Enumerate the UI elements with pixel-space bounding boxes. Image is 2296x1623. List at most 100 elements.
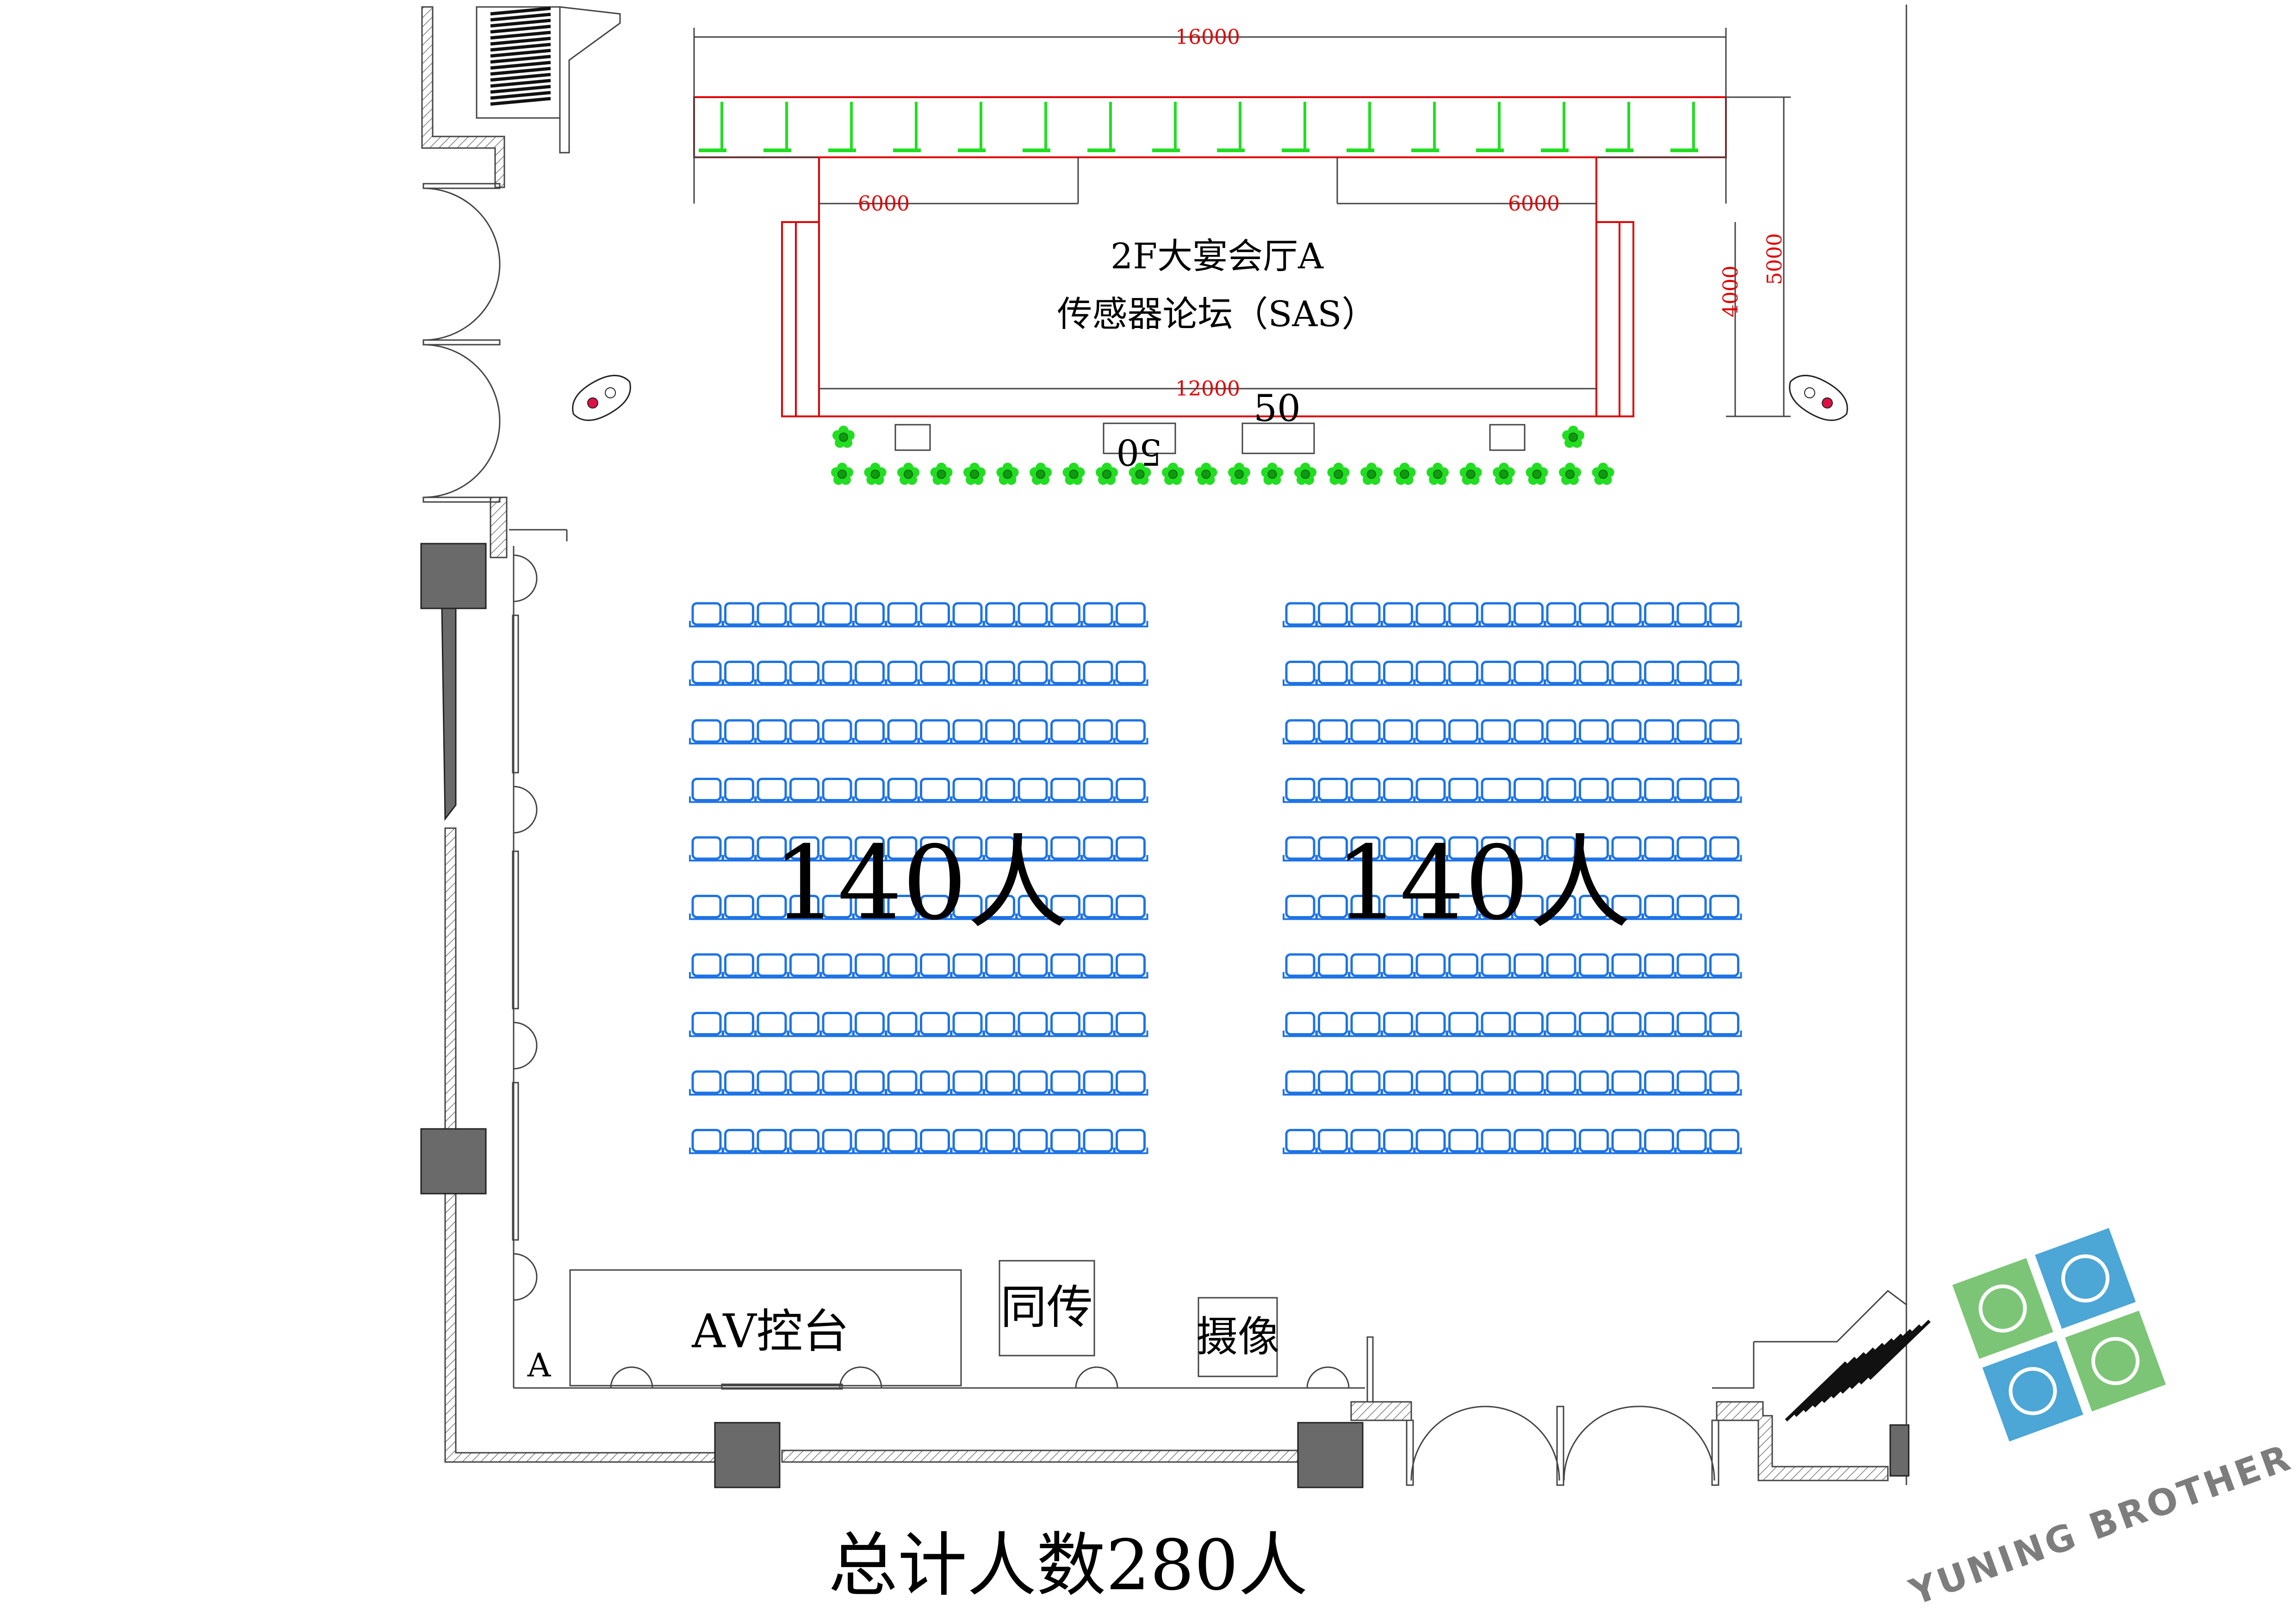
seat — [788, 1072, 821, 1095]
seat — [1049, 954, 1082, 978]
seat — [723, 1130, 756, 1153]
seat — [788, 779, 821, 802]
seat — [1545, 1013, 1578, 1036]
seat — [918, 1130, 952, 1153]
seat — [1708, 662, 1741, 685]
seat — [723, 954, 756, 978]
seat — [1284, 779, 1317, 802]
seat — [886, 662, 919, 685]
total-count: 总计人数280人 — [828, 1525, 1308, 1606]
seat — [690, 1013, 723, 1036]
seat — [690, 896, 723, 919]
seat — [853, 779, 887, 802]
seat — [918, 954, 952, 978]
seat — [1447, 1130, 1480, 1153]
seat — [1081, 837, 1115, 861]
flower-pot — [1393, 462, 1416, 485]
seat — [1414, 662, 1447, 685]
flower-pot — [963, 462, 986, 485]
logo-text: YUNING BROTHER — [1904, 1437, 2296, 1614]
seat — [1447, 603, 1480, 626]
seat — [755, 1130, 788, 1153]
seat — [1577, 1130, 1611, 1153]
seat — [1414, 779, 1447, 802]
seat — [951, 1130, 984, 1153]
seat — [1349, 779, 1382, 802]
seat — [1316, 720, 1350, 743]
seat — [723, 896, 756, 919]
interpretation-label: 同传 — [1000, 1280, 1093, 1334]
seat — [984, 1013, 1017, 1036]
seat — [1675, 1013, 1708, 1036]
seat — [1675, 1072, 1708, 1095]
seat — [1512, 603, 1545, 626]
seat — [1049, 1013, 1082, 1036]
flower-pot — [1062, 462, 1086, 485]
seat — [690, 954, 723, 978]
podium-items — [894, 422, 1526, 454]
flower-pot — [1228, 462, 1251, 485]
seat — [820, 662, 854, 685]
seat — [1114, 837, 1148, 861]
seat — [918, 662, 952, 685]
seat — [886, 603, 919, 626]
seat — [984, 720, 1017, 743]
seat — [723, 1013, 756, 1036]
seat — [755, 1013, 788, 1036]
seat — [820, 779, 854, 802]
seat — [1382, 779, 1415, 802]
seat — [820, 720, 854, 743]
seat — [723, 720, 756, 743]
seat — [1479, 1130, 1513, 1153]
seat — [1316, 954, 1350, 978]
seat — [1414, 720, 1447, 743]
seat — [788, 1013, 821, 1036]
seat — [853, 1072, 887, 1095]
flower-pot — [1591, 462, 1615, 485]
seat — [1382, 954, 1415, 978]
seat — [1284, 896, 1317, 919]
seat — [690, 1130, 723, 1153]
seat — [1643, 896, 1676, 919]
seat — [1675, 954, 1708, 978]
camera-label: 摄像 — [1196, 1313, 1279, 1361]
seat — [788, 1130, 821, 1153]
seat — [820, 1072, 854, 1095]
left-doors — [422, 183, 501, 503]
seat — [1016, 1013, 1049, 1036]
seat — [820, 1130, 854, 1153]
fixture-icon-left — [572, 375, 631, 421]
seat — [1545, 603, 1578, 626]
seat — [1414, 603, 1447, 626]
fixture-icon-right — [1789, 375, 1848, 421]
seat — [1349, 662, 1382, 685]
av-console-booth — [569, 1269, 962, 1387]
seat — [1049, 1072, 1082, 1095]
seat — [1316, 603, 1350, 626]
seat — [1643, 603, 1676, 626]
seat — [1643, 720, 1676, 743]
seat — [853, 720, 887, 743]
flower-border — [831, 425, 1615, 485]
seat — [1545, 779, 1578, 802]
seat — [1643, 662, 1676, 685]
seat — [951, 1013, 984, 1036]
seat — [788, 662, 821, 685]
flower-pot — [1525, 462, 1549, 485]
seat — [1414, 1072, 1447, 1095]
seat — [1284, 720, 1317, 743]
seat — [1643, 1130, 1676, 1153]
flower-pot — [996, 462, 1019, 485]
seat — [1284, 1130, 1317, 1153]
seat — [1114, 896, 1148, 919]
seat — [1610, 720, 1643, 743]
seat — [1316, 1072, 1350, 1095]
seat — [1708, 1013, 1741, 1036]
camera-booth — [1198, 1297, 1278, 1377]
seat — [886, 1130, 919, 1153]
seat — [1610, 1013, 1643, 1036]
seat — [1114, 1130, 1148, 1153]
seat — [690, 720, 723, 743]
stairs-upper-left — [476, 6, 621, 154]
